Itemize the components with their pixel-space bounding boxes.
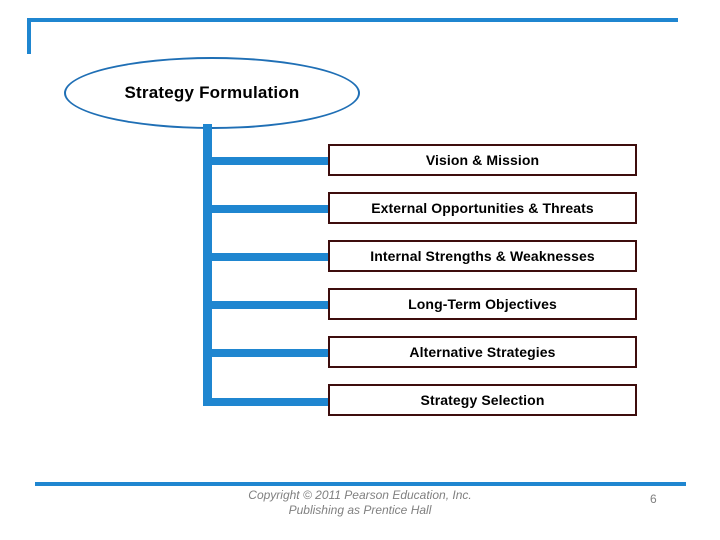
- item-label: External Opportunities & Threats: [371, 200, 594, 216]
- top-header-rule: [27, 18, 678, 22]
- item-box-long-term-objectives: Long-Term Objectives: [328, 288, 637, 320]
- item-label: Vision & Mission: [425, 152, 540, 168]
- footer-copyright: Copyright © 2011 Pearson Education, Inc.…: [0, 488, 720, 518]
- connector-branch-2: [203, 205, 331, 213]
- page-number: 6: [650, 492, 657, 506]
- top-header-tick: [27, 18, 31, 54]
- item-box-vision-mission: Vision & Mission: [328, 144, 637, 176]
- item-box-internal-strengths-weaknesses: Internal Strengths & Weaknesses: [328, 240, 637, 272]
- item-box-alternative-strategies: Alternative Strategies: [328, 336, 637, 368]
- page-title: Strategy Formulation: [124, 83, 300, 102]
- item-label: Internal Strengths & Weaknesses: [370, 248, 595, 264]
- connector-branch-4: [203, 301, 331, 309]
- footer-copyright-line-2: Publishing as Prentice Hall: [288, 503, 432, 517]
- footer-copyright-line-1: Copyright © 2011 Pearson Education, Inc.: [248, 488, 472, 502]
- item-label: Alternative Strategies: [409, 344, 556, 360]
- connector-trunk: [203, 124, 212, 406]
- connector-branch-1: [203, 157, 331, 165]
- item-box-strategy-selection: Strategy Selection: [328, 384, 637, 416]
- connector-branch-3: [203, 253, 331, 261]
- item-label: Long-Term Objectives: [408, 296, 557, 312]
- item-label: Strategy Selection: [420, 392, 545, 408]
- connector-branch-5: [203, 349, 331, 357]
- connector-branch-6: [203, 398, 331, 406]
- item-box-external-opportunities-threats: External Opportunities & Threats: [328, 192, 637, 224]
- strategy-formulation-ellipse: Strategy Formulation: [64, 57, 360, 129]
- footer-rule: [35, 482, 686, 486]
